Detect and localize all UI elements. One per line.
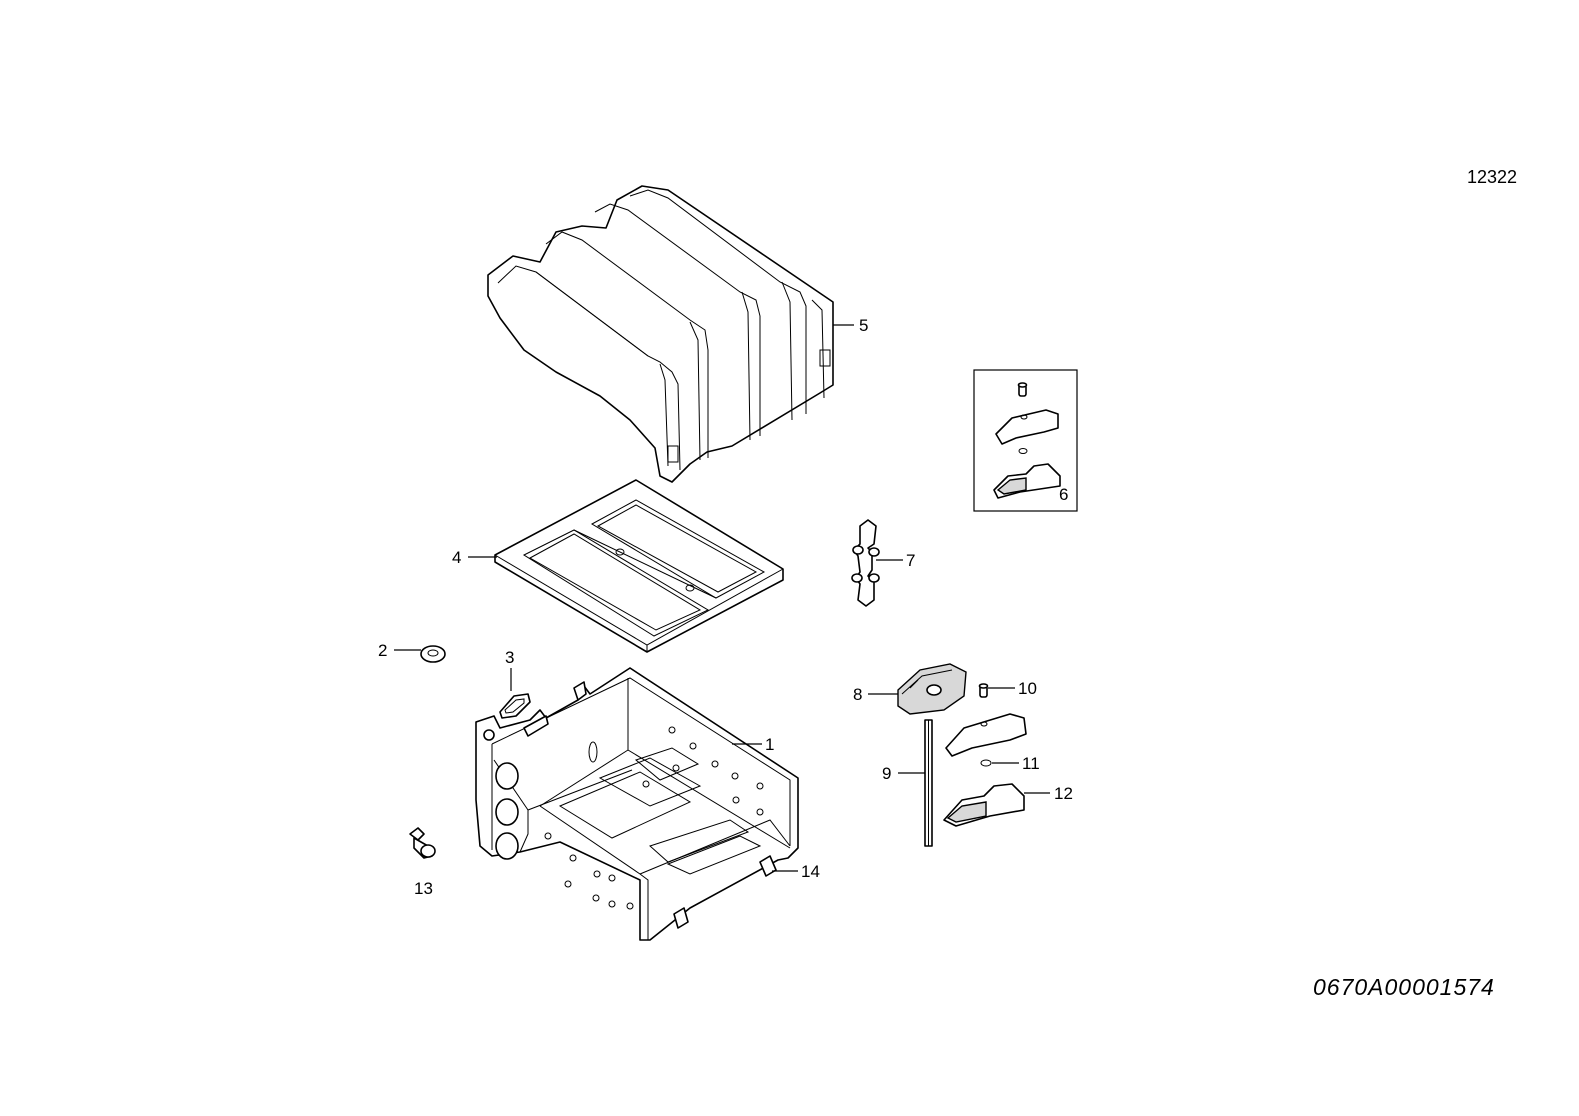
clip-strip-part: [851, 519, 880, 607]
callout-10: 10: [1018, 679, 1037, 698]
callout-4: 4: [452, 548, 461, 567]
callout-2: 2: [378, 641, 387, 660]
inset-frame: [973, 369, 1078, 512]
knob-part: [897, 663, 967, 715]
o-ring-part: [980, 759, 992, 767]
callout-3: 3: [505, 648, 514, 667]
callout-5: 5: [859, 316, 868, 335]
callout-8: 8: [853, 685, 862, 704]
pin-part: [978, 683, 989, 698]
callout-14: 14: [801, 862, 820, 881]
callout-7: 7: [906, 551, 915, 570]
clamp-upper-part: [945, 713, 1027, 757]
callout-12: 12: [1054, 784, 1073, 803]
callout-11: 11: [1022, 754, 1040, 773]
clamp-kit-inset: [973, 369, 1078, 512]
clamp-lower-part: [943, 783, 1025, 827]
callout-6: 6: [1059, 485, 1068, 504]
callout-9: 9: [882, 764, 891, 783]
grommet-part: [499, 693, 531, 719]
callout-1: 1: [765, 735, 774, 754]
reference-number: 12322: [1467, 167, 1517, 187]
bolt-part: [409, 827, 436, 859]
drawing-code: 0670A00001574: [1313, 974, 1495, 1000]
callout-13: 13: [414, 879, 433, 898]
threaded-rod-part: [924, 719, 933, 847]
washer-part: [420, 645, 446, 663]
battery-tray-part: [475, 667, 799, 941]
battery-cover-part: [487, 185, 834, 483]
battery-mat-part: [494, 479, 784, 653]
